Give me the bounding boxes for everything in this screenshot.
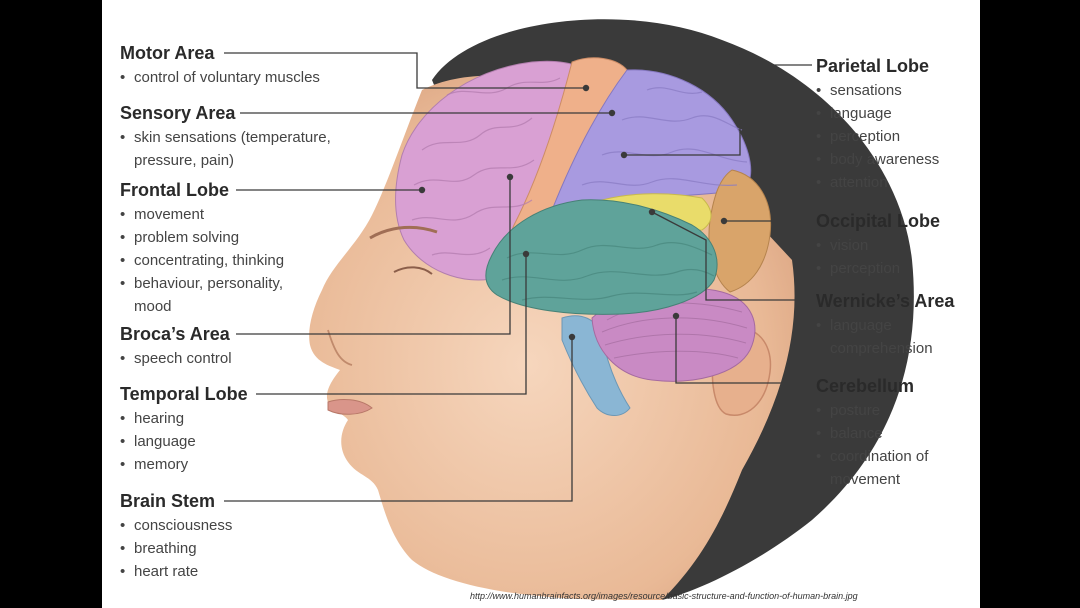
leader-dots <box>418 84 728 341</box>
brain-stem-title: Brain Stem <box>120 491 216 511</box>
motor-area-points: control of voluntary muscles <box>120 66 360 89</box>
temporal-lobe-points: hearing language memory <box>120 407 320 476</box>
temporal-lobe-title: Temporal Lobe <box>120 384 248 404</box>
eye-shape <box>393 266 433 275</box>
broca-leader <box>236 177 511 335</box>
frontal-lobe-title: Frontal Lobe <box>120 180 229 200</box>
occipital-lobe-point: vision <box>816 234 976 257</box>
label-frontal-lobe: Frontal Lobe movement problem solving co… <box>120 179 320 318</box>
slide: Motor Area control of voluntary muscles … <box>102 0 980 608</box>
temporal-lobe-region <box>485 199 718 315</box>
brainstem-leader <box>224 337 573 502</box>
parietal-leader <box>624 64 812 156</box>
label-brocas-area: Broca’s Area speech control <box>120 323 320 370</box>
sensory-area-points: skin sensations (temperature, pressure, … <box>120 126 356 172</box>
frontal-lobe-point: problem solving <box>120 226 320 249</box>
brocas-area-title: Broca’s Area <box>120 324 230 344</box>
brocas-area-point: speech control <box>120 347 320 370</box>
label-temporal-lobe: Temporal Lobe hearing language memory <box>120 383 320 476</box>
occipital-lobe-region <box>708 169 772 293</box>
motor-leader <box>224 52 586 89</box>
label-wernickes-area: Wernicke’s Area language comprehension <box>816 290 966 360</box>
temporal-lobe-point: memory <box>120 453 320 476</box>
wernickes-area-points: language comprehension <box>816 314 966 360</box>
lips-shape <box>327 399 373 415</box>
frontal-lobe-point: behaviour, personality, mood <box>120 272 320 318</box>
brain-stem-points: consciousness breathing heart rate <box>120 514 320 583</box>
label-motor-area: Motor Area control of voluntary muscles <box>120 42 360 89</box>
temporal-gyri <box>501 242 715 301</box>
frontal-lobe-point: movement <box>120 203 320 226</box>
cerebellum-point: balance <box>816 422 966 445</box>
parietal-lobe-point: body awareness <box>816 148 976 171</box>
leader-lines <box>224 52 812 502</box>
occipital-lobe-point: perception <box>816 257 976 280</box>
label-cerebellum: Cerebellum posture balance coordination … <box>816 375 966 491</box>
cerebellum-point: coordination of movement <box>816 445 966 491</box>
temporal-lobe-point: language <box>120 430 320 453</box>
label-sensory-area: Sensory Area skin sensations (temperatur… <box>120 102 356 172</box>
occipital-lobe-title: Occipital Lobe <box>816 211 941 231</box>
brain-stem-point: breathing <box>120 537 320 560</box>
sensory-area-title: Sensory Area <box>120 103 236 123</box>
parietal-lobe-point: attention <box>816 171 976 194</box>
parietal-lobe-point: perception <box>816 125 976 148</box>
brain-stem-point: heart rate <box>120 560 320 583</box>
wernickes-area-point: language comprehension <box>816 314 966 360</box>
source-url[interactable]: http://www.humanbrainfacts.org/images/re… <box>470 591 858 601</box>
frontal-lobe-points: movement problem solving concentrating, … <box>120 203 320 318</box>
label-parietal-lobe: Parietal Lobe sensations language percep… <box>816 55 976 194</box>
head-brain-illustration <box>224 19 914 601</box>
wernickes-area-title: Wernicke’s Area <box>816 291 955 311</box>
label-brain-stem: Brain Stem consciousness breathing heart… <box>120 490 320 583</box>
motor-area-point: control of voluntary muscles <box>120 66 360 89</box>
nose-shape <box>327 329 353 366</box>
eyebrow-shape <box>369 225 438 240</box>
temporal-leader <box>256 254 527 395</box>
cerebellum-folds <box>601 302 748 359</box>
label-occipital-lobe: Occipital Lobe vision perception <box>816 210 976 280</box>
cerebellum-title: Cerebellum <box>816 376 915 396</box>
brocas-area-points: speech control <box>120 347 320 370</box>
wernicke-leader <box>651 211 798 301</box>
cerebellum-point: posture <box>816 399 966 422</box>
parietal-lobe-point: language <box>816 102 976 125</box>
occipital-lobe-points: vision perception <box>816 234 976 280</box>
cerebellum-points: posture balance coordination of movement <box>816 399 966 491</box>
parietal-lobe-title: Parietal Lobe <box>816 56 930 76</box>
motor-area-title: Motor Area <box>120 43 215 63</box>
parietal-lobe-points: sensations language perception body awar… <box>816 79 976 194</box>
cerebellum-leader <box>675 316 810 384</box>
sensory-area-point: skin sensations (temperature, pressure, … <box>120 126 356 172</box>
temporal-lobe-point: hearing <box>120 407 320 430</box>
frontal-lobe-point: concentrating, thinking <box>120 249 320 272</box>
parietal-lobe-point: sensations <box>816 79 976 102</box>
brain-stem-point: consciousness <box>120 514 320 537</box>
